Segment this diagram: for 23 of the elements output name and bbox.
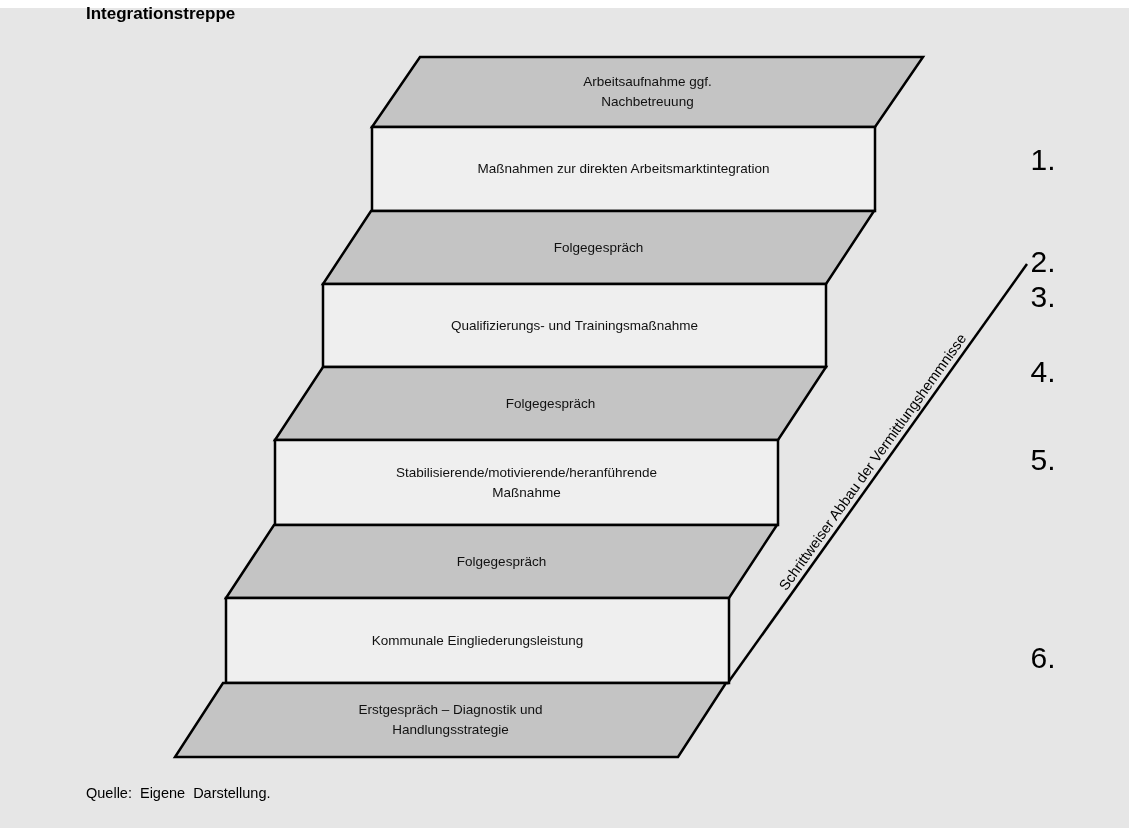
step-label: Qualifizierungs- und Trainingsmaßnahme — [451, 316, 698, 335]
stair-tread — [372, 57, 923, 127]
step-label: Arbeitsaufnahme ggf. Nachbetreuung — [582, 73, 713, 111]
step-label: Stabilisierende/motivierende/heranführende Maßnahme — [394, 463, 659, 502]
list-number: 5. — [1030, 443, 1056, 477]
step-label: Erstgespräch – Diagnostik und Handlungsstrategie — [357, 701, 544, 739]
stair-riser — [226, 598, 729, 683]
diagram-title: Integrationstreppe — [86, 4, 236, 24]
list-number: 6. — [1030, 641, 1056, 675]
list-number: 2. — [1030, 245, 1056, 279]
stair-riser — [372, 127, 875, 211]
stair-riser — [275, 440, 778, 525]
list-number: 4. — [1030, 355, 1056, 389]
stair-tread — [175, 683, 726, 757]
step-label: Folgegespräch — [505, 394, 596, 413]
step-label: Kommunale Eingliederungsleistung — [371, 631, 584, 650]
stair-riser — [323, 284, 826, 367]
list-number: 3. — [1030, 280, 1056, 314]
list-number: 1. — [1030, 143, 1056, 177]
step-label: Folgegespräch — [456, 552, 547, 571]
source-caption: Quelle: Eigene Darstellung. — [86, 785, 271, 801]
step-label: Folgegespräch — [553, 238, 644, 257]
step-label: Maßnahmen zur direkten Arbeitsmarktintegration — [477, 160, 770, 179]
